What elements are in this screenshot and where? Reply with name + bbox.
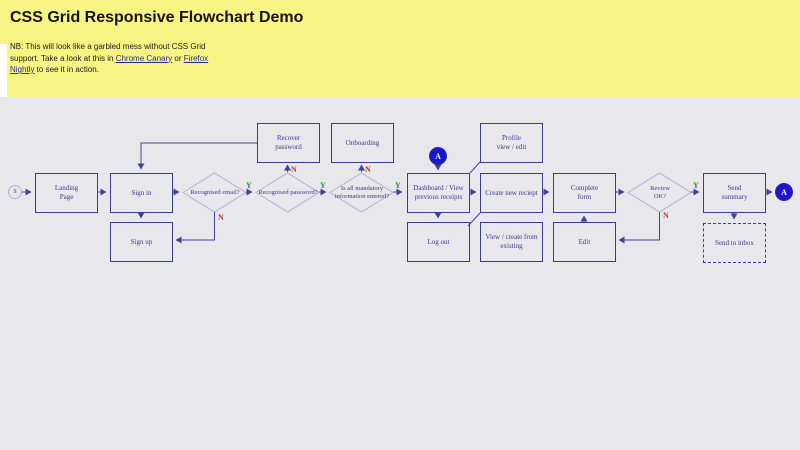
note-line2-mid: or (172, 53, 184, 63)
nb-note: NB: This will look like a garbled mess w… (10, 41, 208, 76)
flowchart-wires (22, 142, 773, 244)
node-log-out: Log out (407, 222, 470, 262)
branch-label-yes-password: Y (320, 181, 326, 190)
edge-logout-create-diagonal (467, 212, 481, 227)
node-dashboard: Dashboard / View previous receipts (407, 173, 470, 213)
branch-label-no-email: N (218, 213, 224, 222)
node-start: S (8, 185, 22, 199)
branch-label-yes-mandatory: Y (395, 181, 401, 190)
node-connector-a-top: A (429, 147, 447, 165)
node-edit: Edit (553, 222, 616, 262)
node-view-create-existing: View / create from existing (480, 222, 543, 262)
edge-email-signup-no (175, 212, 215, 244)
page-header: CSS Grid Responsive Flowchart Demo NB: T… (0, 0, 800, 97)
flow-arrows (22, 142, 773, 244)
note-line1: NB: This will look like a garbled mess w… (10, 42, 206, 51)
branch-label-yes-email: Y (246, 181, 252, 190)
edge-review-edit-no (618, 212, 660, 244)
left-white-strip (0, 44, 7, 97)
node-send-summary: Send summary (703, 173, 766, 213)
node-complete-form: Complete form (553, 173, 616, 213)
edge-recover-signin (137, 142, 257, 170)
firefox-nightly-link-part1[interactable]: Firefox (183, 53, 209, 63)
node-connector-a-end: A (775, 183, 793, 201)
node-recover-password: Recover password (257, 123, 320, 163)
node-sign-up: Sign up (110, 222, 173, 262)
node-landing-page: Landing Page (35, 173, 98, 213)
edge-dashboard-profile-diagonal (469, 161, 481, 174)
page-title: CSS Grid Responsive Flowchart Demo (10, 9, 304, 26)
branch-label-no-review: N (663, 211, 669, 220)
node-sign-in: Sign in (110, 173, 173, 213)
node-send-to-inbox: Send to inbox (703, 223, 766, 263)
note-line2-pre: support. Take a look at this in (10, 53, 116, 63)
decision-recognised-password-label: Recognised password? (258, 188, 318, 196)
branch-label-no-mandatory: N (365, 165, 371, 174)
decision-review-ok-label: Review OK? (650, 184, 670, 200)
decision-recognised-email-label: Recognised email? (190, 188, 240, 196)
node-profile-view-edit: Profile view / edit (480, 123, 543, 163)
decision-mandatory-info-label: Is all mandatory information entered? (334, 184, 390, 200)
flowchart-canvas: S Landing Page Sign in Sign up Recover p… (0, 97, 800, 450)
branch-label-yes-review: Y (693, 181, 699, 190)
note-line3: to see it in action. (34, 65, 99, 74)
chrome-canary-link[interactable]: Chrome Canary (115, 53, 173, 63)
node-onboarding: Onboarding (331, 123, 394, 163)
firefox-nightly-link-part2[interactable]: Nightly (10, 65, 35, 74)
node-create-receipt: Create new reciept (480, 173, 543, 213)
branch-label-no-password: N (291, 165, 297, 174)
